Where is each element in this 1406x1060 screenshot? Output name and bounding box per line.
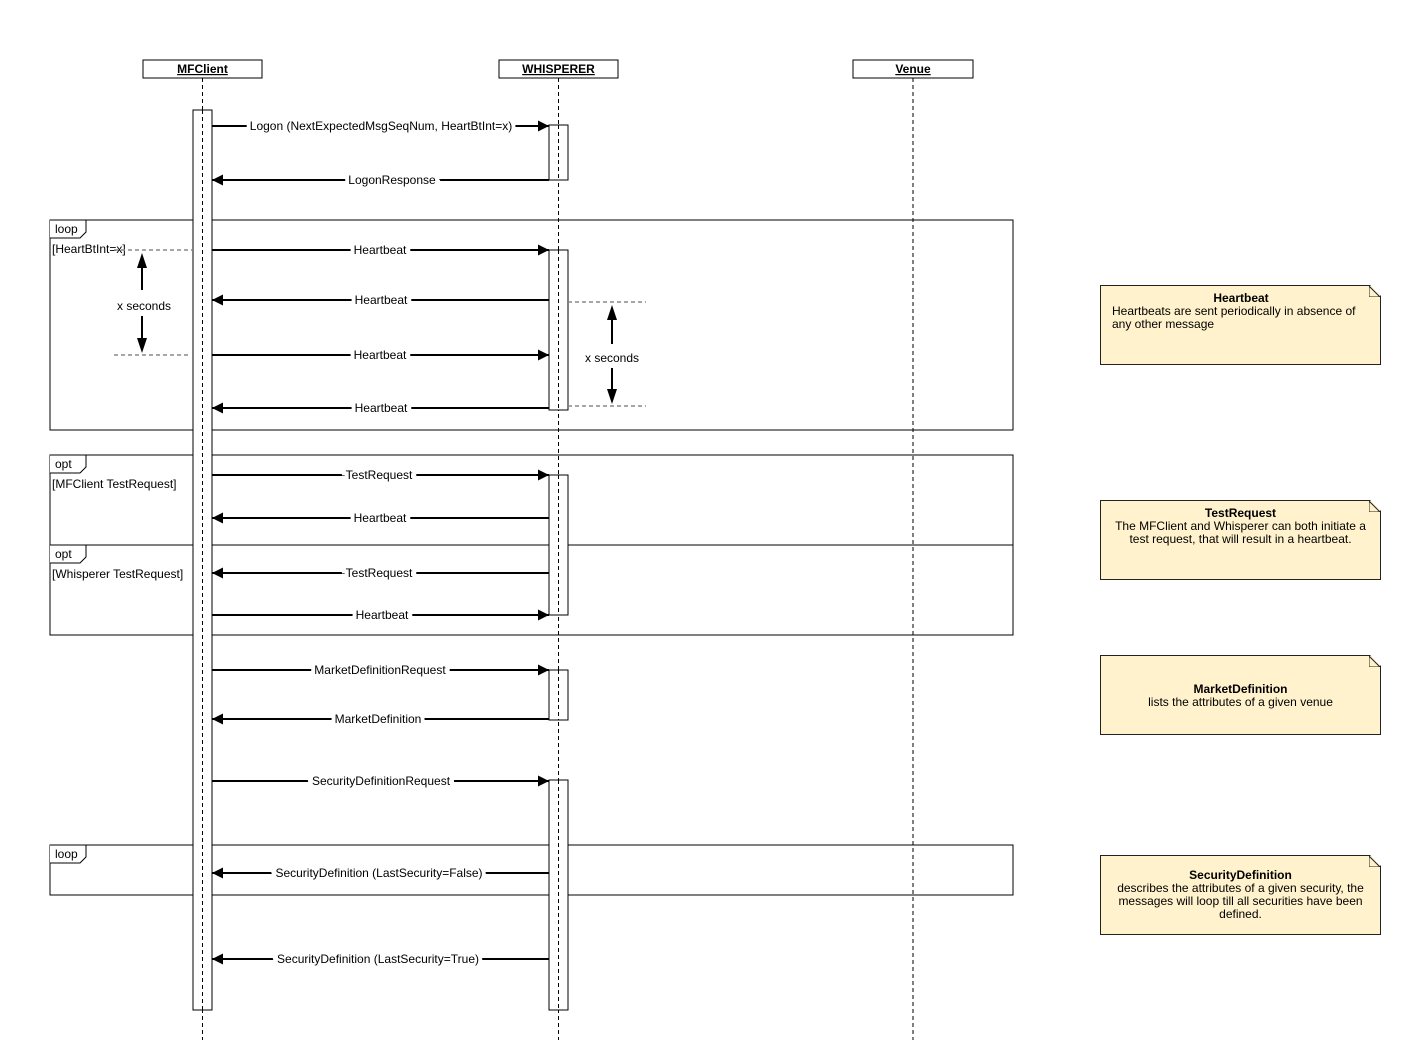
note-test-request[interactable]: TestRequest The MFClient and Whisperer c… [1100, 500, 1381, 580]
interval-right: x seconds [568, 301, 646, 407]
message-logon-response[interactable]: LogonResponse [212, 169, 549, 191]
note-body: The MFClient and Whisperer can both init… [1115, 519, 1366, 546]
note-title: Heartbeat [1213, 291, 1269, 305]
message-security-definition-request[interactable]: SecurityDefinitionRequest [212, 770, 549, 792]
message-label: LogonResponse [348, 173, 436, 187]
loop-frame-heartbeat: loop [HeartBtInt=x] [49, 219, 1014, 431]
message-label: MarketDefinitionRequest [314, 663, 446, 677]
message-heartbeat[interactable]: Heartbeat [212, 507, 549, 529]
message-security-definition-false[interactable]: SecurityDefinition (LastSecurity=False) [212, 862, 549, 884]
loop-frame-security: loop [49, 844, 1014, 896]
interval-left: x seconds [114, 249, 193, 356]
note-market-definition[interactable]: MarketDefinition lists the attributes of… [1100, 655, 1381, 735]
message-heartbeat[interactable]: Heartbeat [212, 397, 549, 419]
message-heartbeat[interactable]: Heartbeat [212, 344, 549, 366]
message-test-request[interactable]: TestRequest [212, 562, 549, 584]
interval-label: x seconds [117, 299, 171, 313]
participant-mfclient[interactable]: MFClient [142, 59, 263, 79]
message-label: SecurityDefinition (LastSecurity=False) [275, 866, 482, 880]
whisperer-guard: [Whisperer TestRequest] [52, 567, 183, 581]
message-label: SecurityDefinitionRequest [312, 774, 451, 788]
message-logon[interactable]: Logon (NextExpectedMsgSeqNum, HeartBtInt… [212, 115, 549, 137]
message-security-definition-true[interactable]: SecurityDefinition (LastSecurity=True) [212, 948, 549, 970]
message-market-definition-request[interactable]: MarketDefinitionRequest [212, 659, 549, 681]
note-fold-icon [1369, 656, 1380, 667]
note-title: MarketDefinition [1193, 682, 1288, 696]
message-heartbeat[interactable]: Heartbeat [212, 289, 549, 311]
heartbeat-guard: [HeartBtInt=x] [52, 242, 126, 256]
message-label: TestRequest [346, 468, 413, 482]
participant-venue-label: Venue [895, 62, 931, 76]
participant-venue[interactable]: Venue [852, 59, 974, 79]
message-label: Heartbeat [354, 511, 407, 525]
message-test-request[interactable]: TestRequest [212, 464, 549, 486]
note-title: SecurityDefinition [1189, 868, 1292, 882]
message-label: SecurityDefinition (LastSecurity=True) [277, 952, 479, 966]
note-fold-icon [1369, 856, 1380, 867]
message-label: Logon (NextExpectedMsgSeqNum, HeartBtInt… [250, 119, 512, 133]
message-label: Heartbeat [354, 243, 407, 257]
message-label: TestRequest [346, 566, 413, 580]
interval-label: x seconds [585, 351, 639, 365]
note-body: Heartbeats are sent periodically in abse… [1112, 304, 1356, 331]
note-body: lists the attributes of a given venue [1148, 695, 1333, 709]
message-label: Heartbeat [355, 293, 408, 307]
opt-frame-whisperer: opt [Whisperer TestRequest] [49, 544, 1014, 636]
note-body: describes the attributes of a given secu… [1117, 881, 1364, 921]
message-heartbeat[interactable]: Heartbeat [212, 239, 549, 261]
note-security-definition[interactable]: SecurityDefinition describes the attribu… [1100, 855, 1381, 935]
message-label: Heartbeat [356, 608, 409, 622]
participant-whisperer[interactable]: WHISPERER [498, 59, 619, 79]
note-title: TestRequest [1204, 506, 1277, 520]
participant-mfclient-label: MFClient [177, 62, 228, 76]
note-heartbeat[interactable]: Heartbeat Heartbeats are sent periodical… [1100, 285, 1381, 365]
loop-tag: loop [55, 847, 78, 861]
message-label: MarketDefinition [335, 712, 422, 726]
message-label: Heartbeat [354, 348, 407, 362]
loop-tag: loop [55, 222, 78, 236]
mfclient-guard: [MFClient TestRequest] [52, 477, 177, 491]
note-fold-icon [1369, 286, 1380, 297]
participant-whisperer-label: WHISPERER [522, 62, 595, 76]
message-heartbeat[interactable]: Heartbeat [212, 604, 549, 626]
message-market-definition[interactable]: MarketDefinition [212, 708, 549, 730]
message-label: Heartbeat [355, 401, 408, 415]
note-fold-icon [1369, 501, 1380, 512]
opt-tag: opt [55, 457, 72, 471]
opt-tag: opt [55, 547, 72, 561]
